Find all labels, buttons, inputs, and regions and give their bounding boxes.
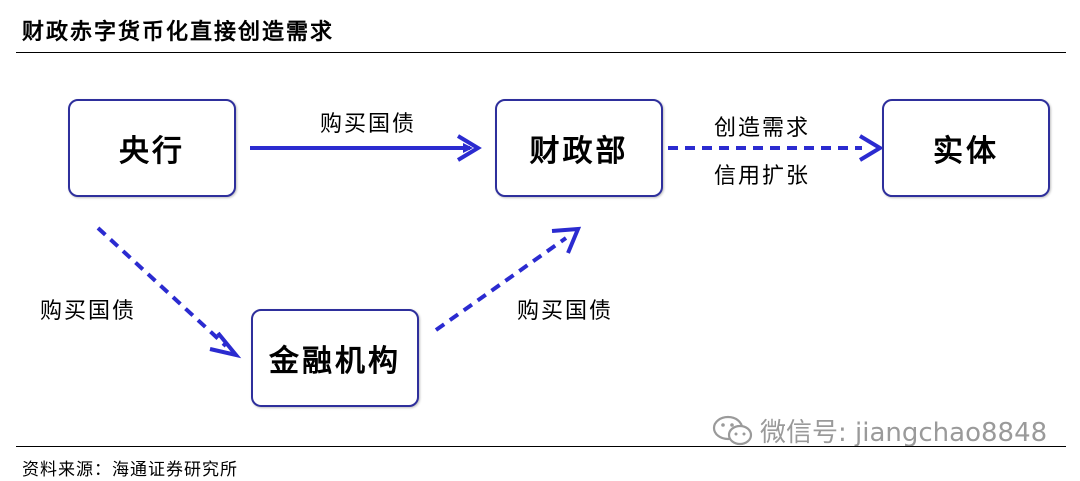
- edge-mof-to-economy-head: [858, 134, 884, 162]
- edge-label-credit-expansion: 信用扩张: [714, 164, 811, 189]
- node-real-economy: 实体: [882, 99, 1050, 197]
- wechat-icon: [712, 415, 753, 445]
- node-financial-institutions: 金融机构: [251, 309, 419, 407]
- edge-label-create-demand: 创造需求: [714, 116, 811, 141]
- edge-label-fi-to-mof: 购买国债: [517, 299, 614, 324]
- edge-fi-to-mof: [434, 236, 568, 332]
- top-divider: [16, 52, 1066, 53]
- source-footer: 资料来源：海通证券研究所: [22, 460, 238, 480]
- edge-central-bank-to-mof-head: [456, 134, 482, 162]
- wechat-watermark: 微信号: jiangchao8848: [712, 412, 1047, 449]
- edge-label-central-bank-to-mof: 购买国债: [320, 112, 417, 137]
- node-ministry-of-finance: 财政部: [495, 99, 663, 197]
- chart-title: 财政赤字货币化直接创造需求: [22, 20, 335, 45]
- edge-label-central-bank-to-fi: 购买国债: [40, 299, 137, 324]
- edge-central-bank-to-fi: [96, 226, 228, 348]
- watermark-text: 微信号: jiangchao8848: [760, 418, 1048, 448]
- edge-central-bank-to-fi-head: [209, 331, 242, 359]
- edge-fi-to-mof-head: [551, 226, 582, 254]
- bottom-divider: [16, 446, 1066, 447]
- node-central-bank: 央行: [68, 99, 236, 197]
